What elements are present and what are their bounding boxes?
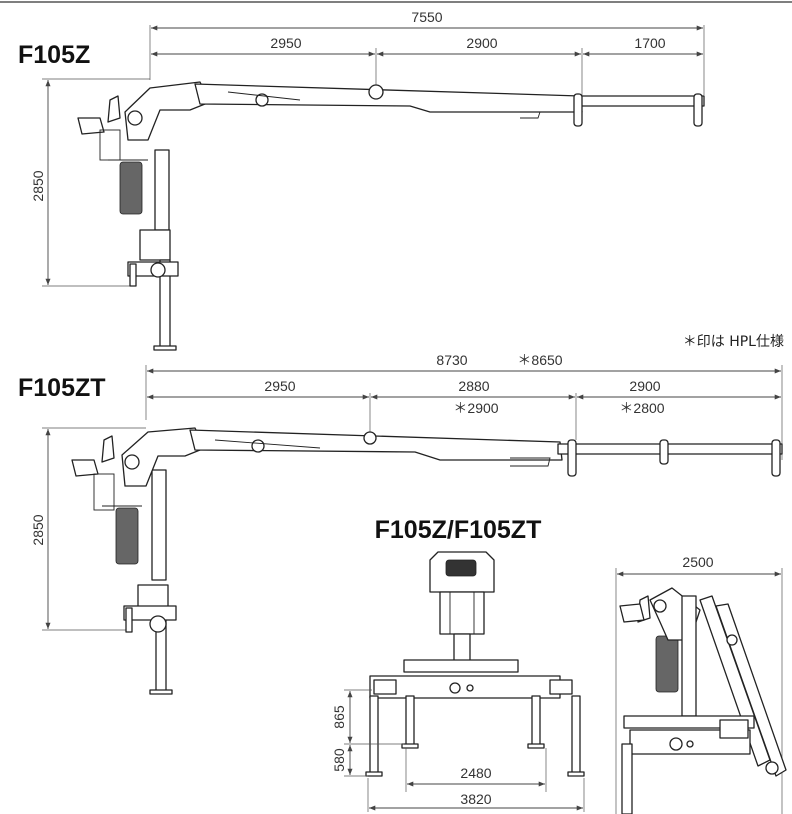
folded-crane (619, 587, 787, 814)
front-outer-width-label: 3820 (460, 791, 491, 807)
f105zt-height-label: 2850 (30, 514, 46, 545)
f105zt-seg3-label: 2900 (629, 378, 660, 394)
front-upper-label: 865 (331, 705, 347, 729)
f105zt-title: F105ZT (18, 374, 106, 402)
f105z-drawing: F105Z 7550 2950 2900 1700 2850 (18, 9, 705, 351)
f105zt-seg2-label: 2880 (458, 378, 489, 394)
front-view-crane (365, 551, 585, 777)
f105zt-seg3-alt-label: ＊2800 (619, 400, 664, 416)
f105zt-seg1-label: 2950 (264, 378, 295, 394)
folded-view-drawing: 2500 (615, 554, 787, 814)
front-lower-label: 580 (331, 748, 347, 772)
hpl-note: ＊印は HPL仕様 (683, 334, 784, 350)
f105zt-total-alt-label: ＊8650 (517, 352, 562, 368)
f105z-height-label: 2850 (30, 170, 46, 201)
f105z-seg3-label: 1700 (634, 35, 665, 51)
folded-width-label: 2500 (682, 554, 713, 570)
front-inner-width-label: 2480 (460, 765, 491, 781)
f105zt-seg2-alt-label: ＊2900 (453, 400, 498, 416)
f105z-seg2-label: 2900 (466, 35, 497, 51)
f105zt-total-label: 8730 (436, 352, 467, 368)
front-view-title: F105Z/F105ZT (375, 516, 542, 544)
f105z-crane (77, 81, 705, 351)
f105z-title: F105Z (18, 41, 90, 69)
f105z-total-label: 7550 (411, 9, 442, 25)
front-view-drawing: F105Z/F105ZT (331, 516, 585, 812)
f105z-seg1-label: 2950 (270, 35, 301, 51)
f105zt-crane (71, 427, 783, 695)
f105zt-drawing: F105ZT 8730 ＊8650 2950 2880 ＊2900 2900 ＊… (18, 352, 783, 695)
